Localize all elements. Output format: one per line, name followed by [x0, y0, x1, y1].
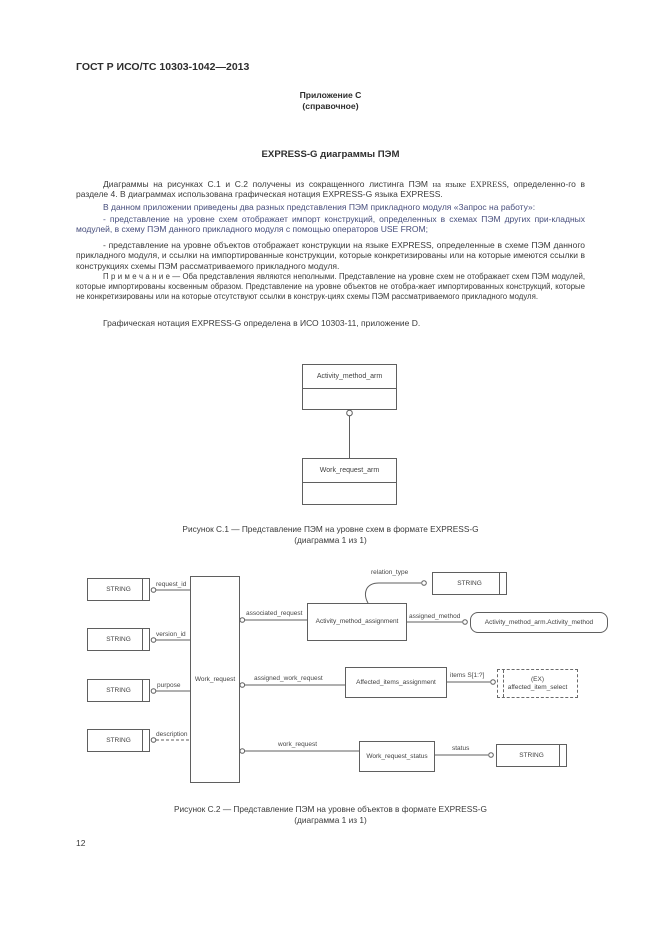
fig1-caption-line1: Рисунок С.1 — Представление ПЭМ на уровн…	[182, 524, 479, 534]
fig2-string-box-request-id: STRING	[87, 578, 150, 601]
fig2-circle-description	[150, 737, 157, 743]
fig2-circle-work-request	[239, 748, 246, 754]
fig2-circle-associated-request	[239, 617, 246, 623]
fig2-caption-line1: Рисунок С.2 — Представление ПЭМ на уровн…	[174, 804, 487, 814]
paragraph-1-part-b: определенно-го в разделе 4. В диаграммах…	[76, 179, 585, 200]
note-paragraph: П р и м е ч а н и е — Оба представления …	[76, 272, 585, 302]
fig1-schema-box-activity-method-arm-title: Activity_method_arm	[303, 365, 396, 389]
fig2-entity-work-request: Work_request	[190, 576, 240, 783]
fig2-string-box-description-label: STRING	[106, 736, 131, 744]
fig2-string-box-relation-type-divider	[499, 573, 500, 594]
fig2-connectors	[150, 580, 496, 758]
fig2-select-box-affected-item-select: (EX) affected_item_select	[497, 669, 578, 698]
fig2-attr-label-description: description	[156, 731, 188, 738]
document-header: ГОСТ Р ИСО/ТС 10303-1042—2013	[76, 61, 250, 73]
paragraph-1-part-a: Диаграммы на рисунках С.1 и С.2 получены…	[103, 179, 433, 189]
fig2-entity-activity-method-assignment: Activity_method_assignment	[307, 603, 407, 641]
fig2-string-box-purpose-divider	[142, 680, 143, 701]
fig2-circle-purpose	[150, 688, 157, 694]
fig1-schema-box-work-request-arm-title: Work_request_arm	[303, 459, 396, 483]
fig1-schema-box-activity-method-arm: Activity_method_arm	[302, 364, 397, 410]
fig2-circle-request-id	[150, 587, 157, 593]
fig2-attr-label-assigned-work-request: assigned_work_request	[254, 675, 323, 682]
fig2-string-box-version-id-divider	[142, 629, 143, 650]
fig2-entity-activity-method-assignment-label: Activity_method_assignment	[315, 618, 399, 626]
fig2-select-box-name-label: affected_item_select	[507, 683, 568, 691]
annex-title: Приложение С	[299, 90, 362, 100]
bullet-2: - представление на уровне объектов отобр…	[76, 240, 585, 271]
fig2-circle-relation-type	[421, 580, 427, 586]
annex-heading: Приложение С (справочное)	[0, 90, 661, 112]
fig2-entity-affected-items-assignment: Affected_items_assignment	[345, 667, 447, 698]
fig2-attr-label-associated-request: associated_request	[246, 610, 303, 617]
fig2-attr-label-work-request: work_request	[278, 741, 318, 748]
fig2-string-box-version-id: STRING	[87, 628, 150, 651]
fig2-string-box-purpose-label: STRING	[106, 686, 131, 694]
bullet-1: - представление на уровне схем отображае…	[76, 214, 585, 235]
paragraph-3: Графическая нотация EXPRESS-G определена…	[103, 318, 421, 328]
fig2-string-box-description: STRING	[87, 729, 150, 752]
fig2-circle-assigned-work-request	[239, 682, 246, 688]
fig2-attr-label-purpose: purpose	[157, 682, 181, 689]
fig2-string-box-description-divider	[142, 730, 143, 751]
fig2-attr-label-version-id: version_id	[156, 631, 186, 638]
fig2-entity-work-request-status: Work_request_status	[359, 741, 435, 772]
fig2-circle-assigned-method	[462, 619, 468, 625]
fig2-circle-version-id	[150, 637, 157, 643]
fig2-string-box-relation-type-label: STRING	[457, 579, 482, 587]
section-title: EXPRESS-G диаграммы ПЭМ	[261, 149, 400, 160]
fig2-string-box-status-divider	[559, 745, 560, 766]
fig2-attr-label-status: status	[452, 745, 470, 752]
fig2-circle-status	[488, 752, 494, 758]
fig2-string-box-status-label: STRING	[519, 751, 544, 759]
paragraph-2: В данном приложении приведены два разных…	[103, 202, 536, 212]
fig1-caption-line2: (диаграмма 1 из 1)	[294, 535, 367, 545]
fig2-attr-label-items: items S[1:?]	[450, 672, 485, 679]
fig2-entity-work-request-label: Work_request	[194, 675, 236, 683]
fig2-attr-label-request-id: request_id	[156, 581, 187, 588]
fig2-curve-relation-type	[365, 582, 421, 604]
fig1-schema-box-work-request-arm: Work_request_arm	[302, 458, 397, 505]
fig2-entity-work-request-status-label: Work_request_status	[366, 752, 428, 760]
fig2-select-box-divider	[503, 670, 504, 697]
fig2-caption-line2: (диаграмма 1 из 1)	[294, 815, 367, 825]
fig2-string-box-status: STRING	[496, 744, 567, 767]
fig2-circle-items	[490, 679, 496, 685]
fig1-connectors	[346, 409, 353, 458]
fig2-interschema-ref-box: Activity_method_arm.Activity_method	[470, 612, 608, 633]
annex-subtitle: (справочное)	[302, 101, 359, 111]
fig2-interschema-ref-label: Activity_method_arm.Activity_method	[484, 618, 594, 626]
fig2-string-box-purpose: STRING	[87, 679, 150, 702]
fig2-string-box-request-id-label: STRING	[106, 585, 131, 593]
paragraph-1-serif-part: на языке EXPRESS,	[432, 179, 509, 189]
fig1-schema-link-circle	[346, 409, 353, 417]
fig2-string-box-relation-type: STRING	[432, 572, 507, 595]
page-number: 12	[76, 838, 86, 848]
paragraph-1: Диаграммы на рисунках С.1 и С.2 получены…	[76, 179, 585, 200]
fig2-select-box-ex-label: (EX)	[531, 676, 544, 683]
fig2-entity-affected-items-assignment-label: Affected_items_assignment	[356, 678, 436, 686]
fig2-string-box-request-id-divider	[142, 579, 143, 600]
fig2-attr-label-assigned-method: assigned_method	[409, 613, 461, 620]
fig2-attr-label-relation-type: relation_type	[371, 569, 409, 576]
fig2-string-box-version-id-label: STRING	[106, 635, 131, 643]
